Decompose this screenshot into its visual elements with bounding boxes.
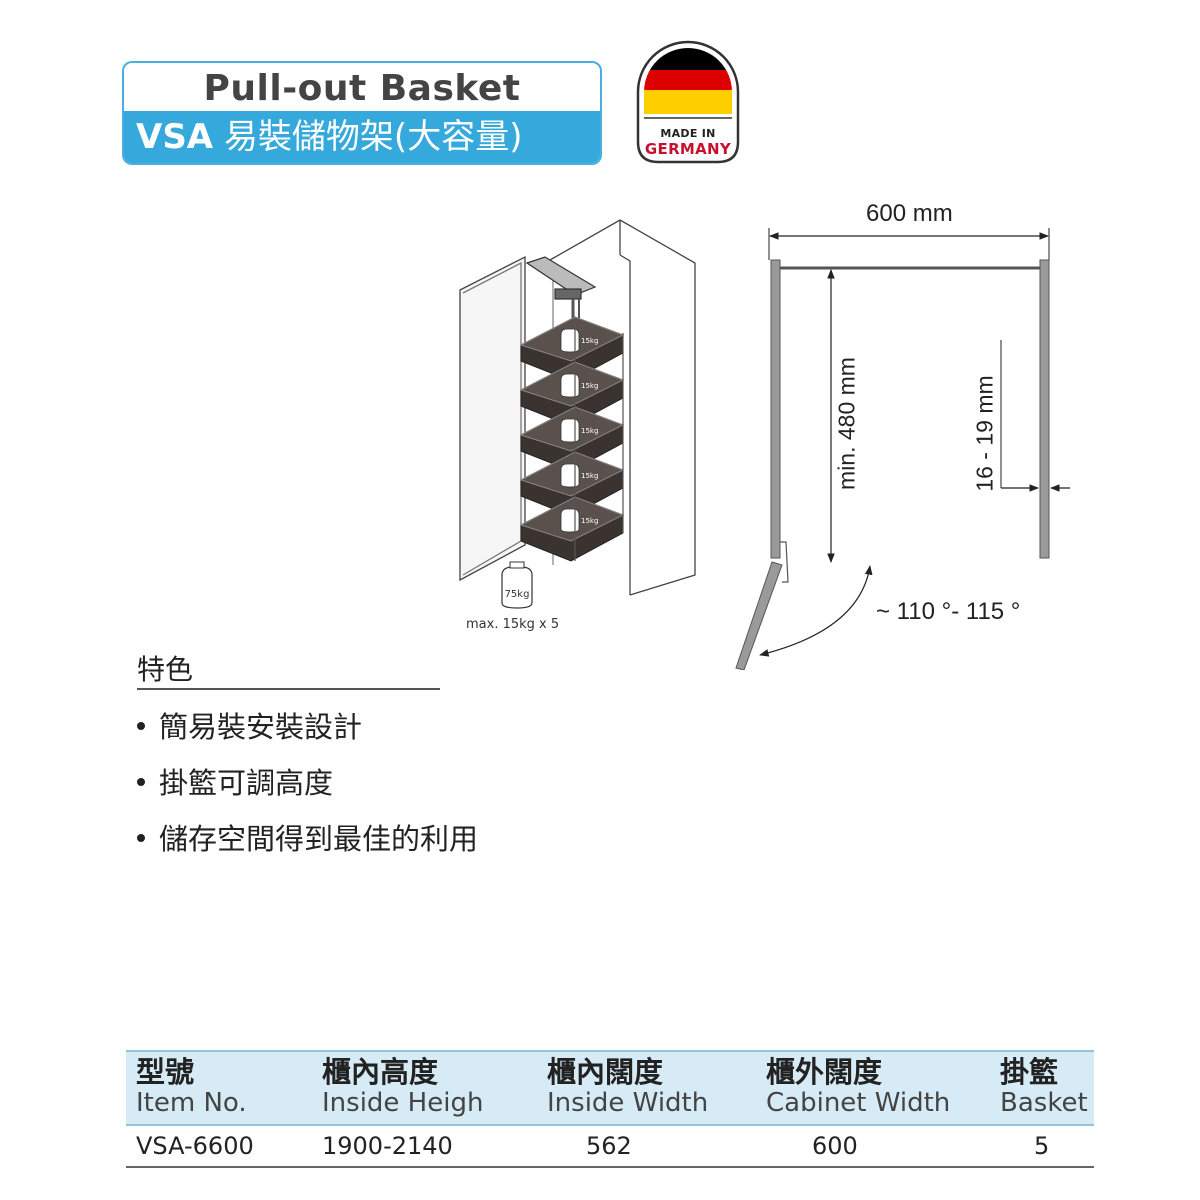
weight-75kg-icon: 75kg [501,561,533,609]
basket-weight-label: 15kg [581,337,598,345]
bullet-icon [137,722,145,730]
feature-text: 掛籃可調高度 [159,766,334,800]
title-brand: VSA [136,117,214,157]
header-cabinet-width: 櫃外闊度 Cabinet Width [766,1055,951,1118]
basket-shelf: 15kg [519,496,625,562]
weight-jar-icon [560,418,580,443]
title-english: Pull-out Basket [203,68,521,109]
basket-frame-rail [574,325,624,561]
bullet-icon [137,778,145,786]
spec-table: 型號 Item No. 櫃內高度 Inside Heigh 櫃內闊度 Insid… [126,1050,1094,1168]
header-item-no: 型號 Item No. [136,1055,247,1118]
basket-weight-label: 15kg [581,517,598,525]
dimension-height-label: min. 480 mm [833,357,860,490]
cell-item-no: VSA-6600 [136,1132,254,1160]
weight-jar-icon [560,463,580,488]
table-header: 型號 Item No. 櫃內高度 Inside Heigh 櫃內闊度 Insid… [126,1050,1094,1126]
feature-text: 簡易裝安裝設計 [159,710,363,744]
badge-made-in: MADE IN [660,127,716,140]
basket-weight-label: 15kg [581,382,598,390]
cell-inside-width: 562 [586,1132,632,1160]
feature-item: 儲存空間得到最佳的利用 [137,816,478,858]
bullet-icon [137,834,145,842]
header-inside-width: 櫃內闊度 Inside Width [547,1055,709,1118]
header-inside-height: 櫃內高度 Inside Heigh [322,1055,484,1118]
cell-cabinet-width: 600 [812,1132,858,1160]
title-band: VSA 易裝儲物架(大容量) [124,111,600,163]
features-heading: 特色 [137,653,194,686]
weight-jar-icon [560,373,580,398]
basket-shelf: 15kg [519,316,625,382]
lift-mechanism [525,256,597,330]
dimension-thickness-label: 16 - 19 mm [971,375,998,492]
cell-basket: 5 [1034,1132,1050,1160]
cabinet-outline [459,219,696,596]
basket-weight-label: 15kg [581,472,598,480]
title-box: Pull-out Basket VSA 易裝儲物架(大容量) [122,61,602,165]
pull-out-basket-illustration: 15kg 15kg 15kg 15kg 15kg 75kg [459,219,696,609]
badge-germany: GERMANY [644,140,732,158]
table-row: VSA-6600 1900-2140 562 600 5 [126,1126,1094,1168]
dimension-drawing [735,228,1070,670]
made-in-germany-badge [636,40,740,164]
dimension-angle-label: ~ 110 °- 115 ° [876,598,1021,625]
feature-text: 儲存空間得到最佳的利用 [159,822,479,856]
bottom-weight-label: 75kg [505,589,530,600]
weight-jar-icon [560,508,580,533]
basket-stack: 15kg 15kg 15kg 15kg 15kg [519,316,625,562]
header-basket: 掛籃 Basket [1000,1055,1088,1118]
dimension-width-label: 600 mm [866,200,953,227]
cell-inside-height: 1900-2140 [322,1132,453,1160]
weight-jar-icon [560,328,580,353]
title-chinese: 易裝儲物架(大容量) [223,117,523,157]
basket-weight-label: 15kg [581,427,598,435]
feature-item: 簡易裝安裝設計 [137,704,362,746]
max-load-caption: max. 15kg x 5 [466,617,560,632]
features-divider [137,688,440,690]
feature-item: 掛籃可調高度 [137,760,333,802]
